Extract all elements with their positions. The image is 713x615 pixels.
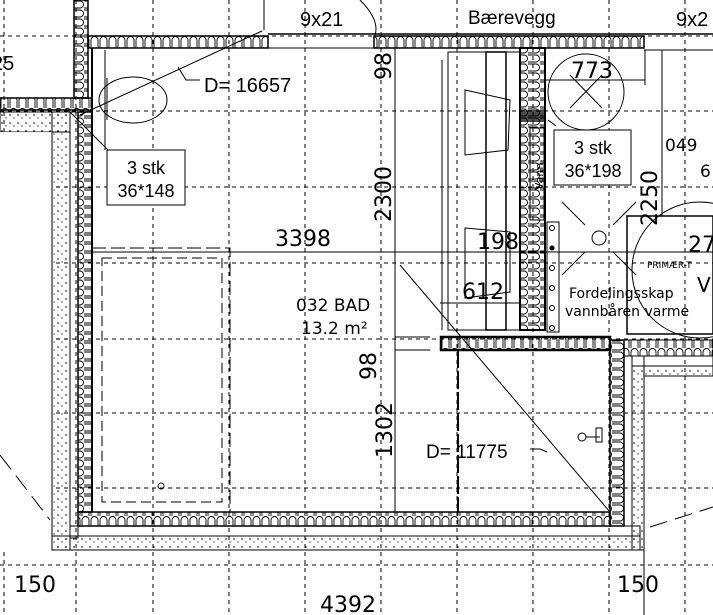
fixtures — [0, 0, 713, 528]
dim-150-right: 150 — [617, 573, 659, 598]
dim-3398: 3398 — [275, 227, 331, 252]
cabinet-label-1: Fordelingsskap — [569, 286, 674, 302]
cabinet-label-2: vannbåren varme — [565, 303, 689, 320]
circle-number: 27 — [688, 233, 713, 258]
studs-left-qty: 3 stk — [127, 158, 166, 178]
room-049: 049 — [665, 136, 697, 156]
v-label: V — [697, 273, 711, 297]
studs-left-box — [106, 149, 186, 206]
dim-98-mid: 98 — [357, 352, 382, 380]
studs-right-box — [553, 129, 632, 186]
room-name: 032 BAD — [296, 296, 370, 316]
diagonal-label-2: D= 11775 — [426, 442, 508, 463]
door-label: 9x21 — [300, 9, 343, 31]
dim-2250: 2250 — [638, 170, 663, 226]
room-area: 13.2 m² — [301, 319, 368, 339]
left-number: 25 — [0, 53, 14, 75]
dim-98-top: 98 — [372, 52, 397, 80]
bearing-wall-label: Bærevegg — [468, 8, 556, 29]
dimension-lines — [92, 50, 713, 351]
dim-150-left: 150 — [14, 573, 56, 598]
studs-right-qty: 3 stk — [574, 138, 613, 158]
primaer-label: PRIMÆR-T — [647, 261, 692, 271]
dim-198: 198 — [477, 230, 519, 255]
dim-612: 612 — [462, 280, 504, 305]
dim-2300: 2300 — [372, 166, 397, 222]
vann-label: Vann — [533, 163, 546, 190]
room-049-sub: 6 — [700, 162, 711, 182]
dim-773: 773 — [571, 59, 613, 84]
diagonal-label-1: D= 16657 — [204, 75, 291, 97]
dim-1302: 1302 — [373, 402, 398, 458]
studs-left-dim: 36*148 — [117, 181, 174, 201]
dim-4392: 4392 — [320, 593, 376, 615]
door-label-right: 9x2 — [676, 9, 708, 31]
studs-right-dim: 36*198 — [564, 161, 621, 181]
